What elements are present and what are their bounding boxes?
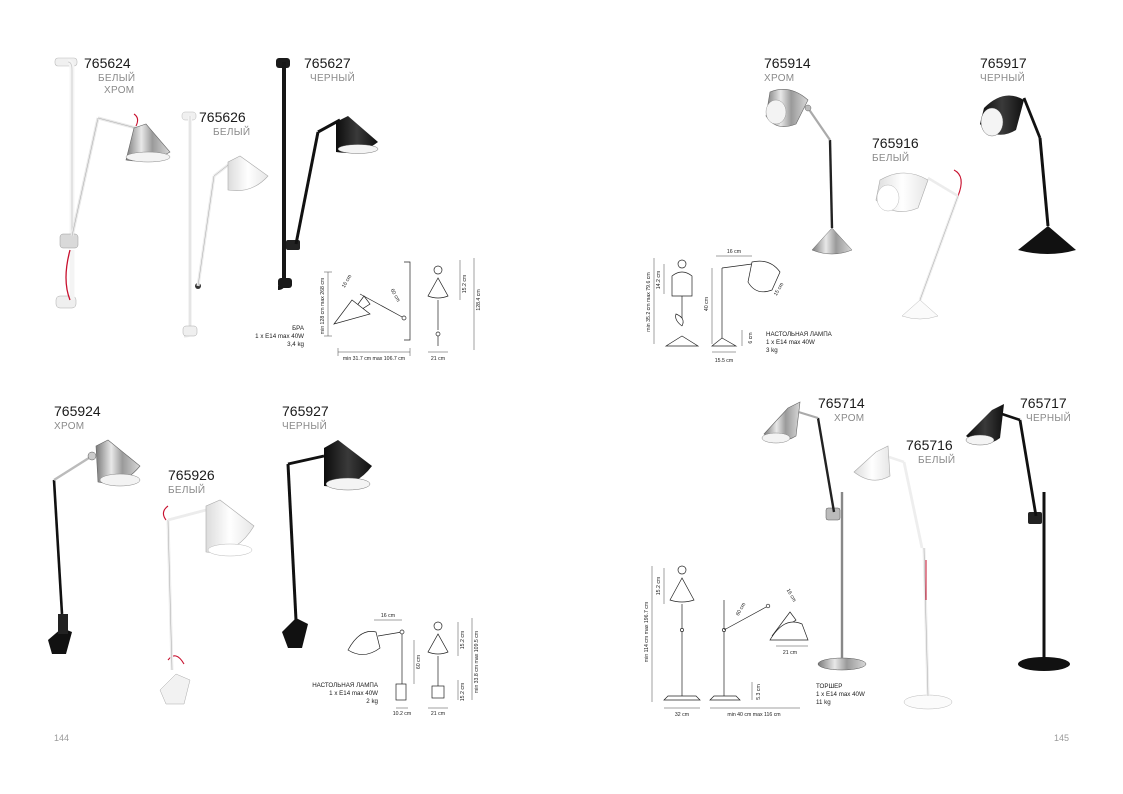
product-color: ЧЕРНЫЙ: [1026, 411, 1071, 424]
fl-shade-h-dim: 15.2 cm: [656, 577, 662, 595]
product-color: БЕЛЫЙ: [918, 453, 955, 466]
table-lamp-1-technical-drawing: min 35.2 cm max 79.6 cm 14.2 cm 16 cm 40…: [646, 249, 833, 364]
fl-shade-w-dim: 16 cm: [785, 588, 797, 603]
product-color: БЕЛЫЙ: [168, 483, 205, 496]
bra-spec-line-1: 1 x E14 max 40W: [255, 333, 304, 340]
tl1-base-dim: 15.5 cm: [715, 358, 733, 364]
product-765714-lamp: [761, 401, 867, 671]
tl2-height-dim: min 33.8 cm max 109.5 cm: [474, 631, 480, 693]
tl1-shade-w-dim: 16 cm: [727, 249, 741, 255]
product-color: ЧЕРНЫЙ: [980, 71, 1025, 84]
floor-lamp-technical-drawing: 15.2 cm min 114 cm max 196.7 cm 60 cm 16…: [644, 565, 865, 718]
tl2-base-dim: 10.2 cm: [393, 711, 411, 717]
bra-spec-line-2: 3,4 kg: [287, 341, 304, 348]
tl1-height-dim: min 35.2 cm max 79.6 cm: [646, 272, 652, 331]
product-color: ЧЕРНЫЙ: [310, 71, 355, 84]
product-code: 765914: [764, 55, 811, 71]
product-765917-lamp: [980, 95, 1076, 254]
product-code: 765624: [84, 55, 131, 71]
tl1-shade-h-dim: 14.2 cm: [656, 271, 662, 289]
product-code: 765626: [199, 109, 246, 125]
product-765926-lamp: [159, 499, 255, 705]
product-code: 765917: [980, 55, 1027, 71]
bra-technical-drawing: min 128 cm max 268 cm 16 cm 60 cm 15.2 c…: [255, 258, 482, 362]
product-code: 765714: [818, 395, 865, 411]
product-color: ЧЕРНЫЙ: [282, 419, 327, 432]
fl-width-dim: min 40 cm max 116 cm: [727, 712, 780, 718]
tl1-spec-title: НАСТОЛЬНАЯ ЛАМПА: [766, 331, 833, 338]
product-765924-lamp: [48, 439, 141, 654]
product-765927-lamp: [282, 440, 372, 648]
fl-arm-dim: 60 cm: [735, 602, 747, 617]
product-765717-lamp: [965, 404, 1070, 671]
product-code: 765716: [906, 437, 953, 453]
product-code: 765717: [1020, 395, 1067, 411]
tl2-spec-line-1: 1 x E14 max 40W: [329, 690, 378, 697]
product-labels: 765624 БЕЛЫЙ ХРОМ 765626 БЕЛЫЙ 765627 ЧЕ…: [54, 55, 1071, 496]
bra-arm-dim: 60 cm: [389, 288, 401, 303]
product-765627-lamp: [276, 58, 379, 290]
product-color: ХРОМ: [104, 85, 134, 96]
product-code: 765916: [872, 135, 919, 151]
product-color: БЕЛЫЙ: [213, 125, 250, 138]
bra-spec-title: БРА: [292, 325, 305, 332]
tl1-spec-line-2: 3 kg: [766, 347, 778, 354]
fl-height-dim: min 114 cm max 196.7 cm: [644, 602, 650, 662]
product-color: БЕЛЫЙ: [872, 151, 909, 164]
tl2-base2-dim: 21 cm: [431, 711, 445, 717]
product-color: ХРОМ: [834, 413, 864, 424]
product-765716-lamp: [853, 445, 953, 710]
product-code: 765627: [304, 55, 351, 71]
fl-spec-line-2: 11 kg: [816, 699, 831, 706]
bra-width-dim: min 31.7 cm max 106.7 cm: [343, 356, 405, 362]
bra-total-dim: 128.4 cm: [476, 289, 482, 310]
page-number-left: 144: [54, 733, 69, 743]
fl-base-h-dim: 5.3 cm: [756, 684, 762, 700]
fl-spec-title: ТОРШЕР: [816, 683, 842, 690]
tl1-base-h-dim: 6 cm: [748, 332, 754, 343]
page-number-right: 145: [1054, 733, 1069, 743]
tl2-spec-line-2: 2 kg: [366, 698, 378, 705]
product-color: БЕЛЫЙ: [98, 71, 135, 84]
tl1-spec-line-1: 1 x E14 max 40W: [766, 339, 815, 346]
bra-shade-h-dim: 15.2 cm: [462, 275, 468, 293]
product-765914-lamp: [765, 89, 853, 255]
tl2-shade-h-dim: 15.2 cm: [460, 631, 466, 649]
product-color: ХРОМ: [764, 73, 794, 84]
table-lamp-2-technical-drawing: 16 cm 60 cm 15.2 cm min 33.8 cm max 109.…: [312, 613, 480, 717]
tl2-clamp-dim: 15.2 cm: [460, 683, 466, 701]
product-765626-lamp: [181, 111, 269, 338]
tl1-arm-dim: 40 cm: [704, 297, 710, 311]
bra-height-dim: min 128 cm max 268 cm: [320, 278, 326, 335]
product-code: 765927: [282, 403, 329, 419]
tl2-shade-w-dim: 16 cm: [381, 613, 395, 619]
bra-base-dim: 21 cm: [431, 356, 445, 362]
product-color: ХРОМ: [54, 421, 84, 432]
product-765624-lamp: [54, 57, 171, 309]
product-code: 765926: [168, 467, 215, 483]
product-765916-lamp: [875, 169, 962, 320]
product-code: 765924: [54, 403, 101, 419]
tl2-arm-dim: 60 cm: [416, 655, 422, 669]
fl-base-dim: 32 cm: [675, 712, 689, 718]
fl-spec-line-1: 1 x E14 max 40W: [816, 691, 865, 698]
bra-shade-dim: 16 cm: [341, 274, 353, 289]
tl2-spec-title: НАСТОЛЬНАЯ ЛАМПА: [312, 682, 379, 689]
fl-shade-d-dim: 21 cm: [783, 650, 797, 656]
